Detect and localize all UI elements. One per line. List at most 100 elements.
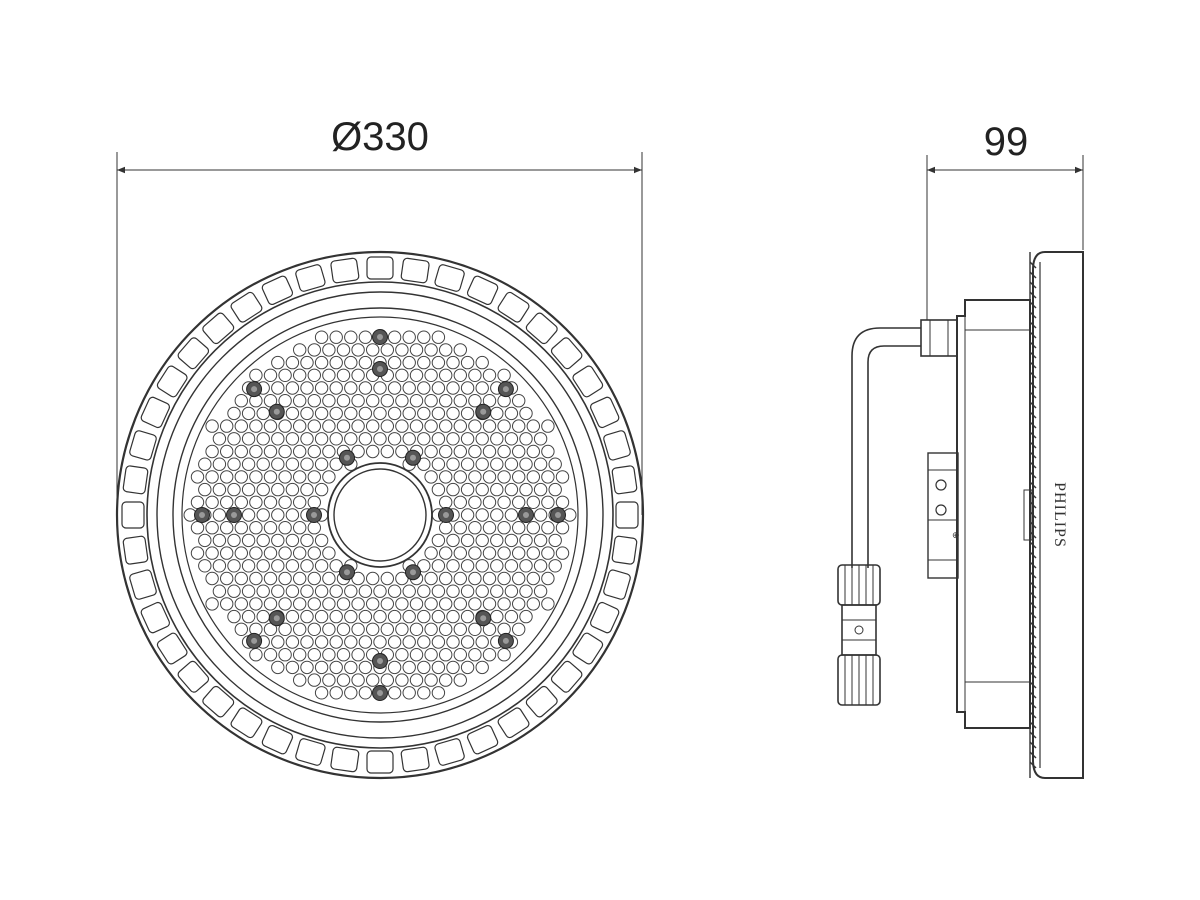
fin-block bbox=[400, 257, 430, 284]
led-lens bbox=[307, 597, 321, 611]
led-lens bbox=[482, 470, 497, 484]
led-lens bbox=[307, 622, 321, 636]
center-hub-ring bbox=[327, 462, 433, 568]
led-lens bbox=[439, 419, 453, 433]
led-lens bbox=[439, 622, 453, 636]
fin-block bbox=[140, 396, 171, 429]
led-lens bbox=[285, 559, 300, 573]
led-lens bbox=[482, 597, 497, 611]
led-lens bbox=[205, 419, 219, 433]
led-lens bbox=[256, 559, 270, 573]
led-lens bbox=[351, 394, 365, 408]
led-lens bbox=[541, 419, 555, 433]
fin-block bbox=[330, 746, 360, 773]
led-lens bbox=[220, 521, 234, 535]
led-lens bbox=[234, 470, 249, 484]
led-lens bbox=[190, 521, 205, 535]
led-lens bbox=[293, 470, 307, 484]
led-lens bbox=[490, 457, 504, 471]
side-fin-line bbox=[1029, 741, 1037, 749]
led-lens bbox=[293, 444, 307, 459]
led-lens bbox=[439, 546, 453, 560]
led-lens bbox=[263, 470, 278, 484]
led-lens bbox=[424, 419, 438, 433]
led-lens bbox=[212, 508, 227, 522]
fin bbox=[295, 738, 326, 766]
led-lens bbox=[446, 660, 460, 675]
led-lens bbox=[519, 609, 533, 624]
led-lens bbox=[555, 495, 570, 509]
led-lens bbox=[548, 533, 562, 548]
led-lens bbox=[446, 432, 460, 446]
led-lens bbox=[497, 597, 511, 611]
fin bbox=[366, 256, 394, 280]
led-lens bbox=[220, 470, 234, 484]
fin bbox=[603, 430, 631, 461]
fin-block bbox=[366, 256, 394, 280]
led-lens bbox=[526, 470, 540, 484]
led-lens bbox=[373, 635, 387, 649]
led-lens bbox=[285, 457, 300, 471]
led-lens bbox=[220, 571, 234, 586]
led-lens bbox=[198, 533, 212, 548]
led-lens bbox=[460, 559, 475, 573]
led-lens bbox=[278, 394, 292, 408]
led-lens bbox=[512, 495, 526, 509]
led-lens bbox=[431, 381, 446, 395]
led-lens bbox=[249, 444, 263, 459]
led-lens bbox=[366, 622, 380, 636]
led-lens bbox=[314, 330, 329, 344]
led-lens bbox=[541, 521, 555, 535]
led-lens bbox=[300, 559, 314, 573]
led-lens bbox=[453, 546, 467, 560]
led-lens bbox=[431, 686, 446, 700]
led-lens bbox=[468, 571, 482, 586]
led-lens bbox=[395, 673, 409, 687]
mounting-screw bbox=[497, 632, 514, 649]
fin bbox=[589, 601, 620, 634]
led-lens bbox=[278, 546, 292, 560]
led-lens bbox=[387, 584, 402, 598]
led-lens bbox=[446, 482, 460, 497]
driver-housing bbox=[956, 299, 1031, 729]
fin-block bbox=[202, 312, 235, 345]
led-lens bbox=[417, 609, 431, 624]
led-lens bbox=[380, 343, 394, 357]
led-lens bbox=[344, 584, 358, 598]
housing-ring-inner bbox=[172, 307, 588, 723]
fin-block bbox=[129, 430, 157, 461]
led-lens bbox=[220, 495, 234, 509]
led-lens bbox=[519, 406, 533, 421]
led-lens bbox=[256, 533, 270, 548]
led-lens bbox=[212, 457, 227, 471]
mounting-screw bbox=[246, 381, 263, 398]
side-fin-line bbox=[1029, 751, 1037, 759]
led-lens bbox=[533, 533, 548, 548]
led-lens bbox=[234, 622, 249, 636]
led-lens bbox=[300, 609, 314, 624]
led-lens bbox=[497, 648, 511, 662]
led-lens bbox=[336, 673, 351, 687]
led-lens bbox=[263, 597, 278, 611]
led-lens bbox=[351, 343, 365, 357]
led-lens bbox=[541, 470, 555, 484]
led-lens bbox=[475, 584, 489, 598]
led-lens bbox=[278, 368, 292, 382]
led-lens bbox=[424, 343, 438, 357]
led-lens bbox=[387, 660, 402, 675]
led-lens bbox=[227, 533, 241, 548]
led-lens bbox=[358, 635, 373, 649]
led-lens bbox=[468, 419, 482, 433]
led-lens bbox=[271, 457, 285, 471]
fin-block bbox=[156, 632, 188, 665]
fin-block bbox=[611, 535, 638, 565]
fin bbox=[611, 535, 638, 565]
mounting-screw bbox=[372, 653, 388, 669]
led-lens bbox=[497, 521, 511, 535]
led-lens bbox=[366, 394, 380, 408]
led-lens bbox=[380, 597, 394, 611]
led-lens bbox=[439, 571, 453, 586]
led-lens bbox=[497, 419, 511, 433]
led-lens bbox=[424, 470, 438, 484]
led-lens bbox=[402, 330, 416, 344]
